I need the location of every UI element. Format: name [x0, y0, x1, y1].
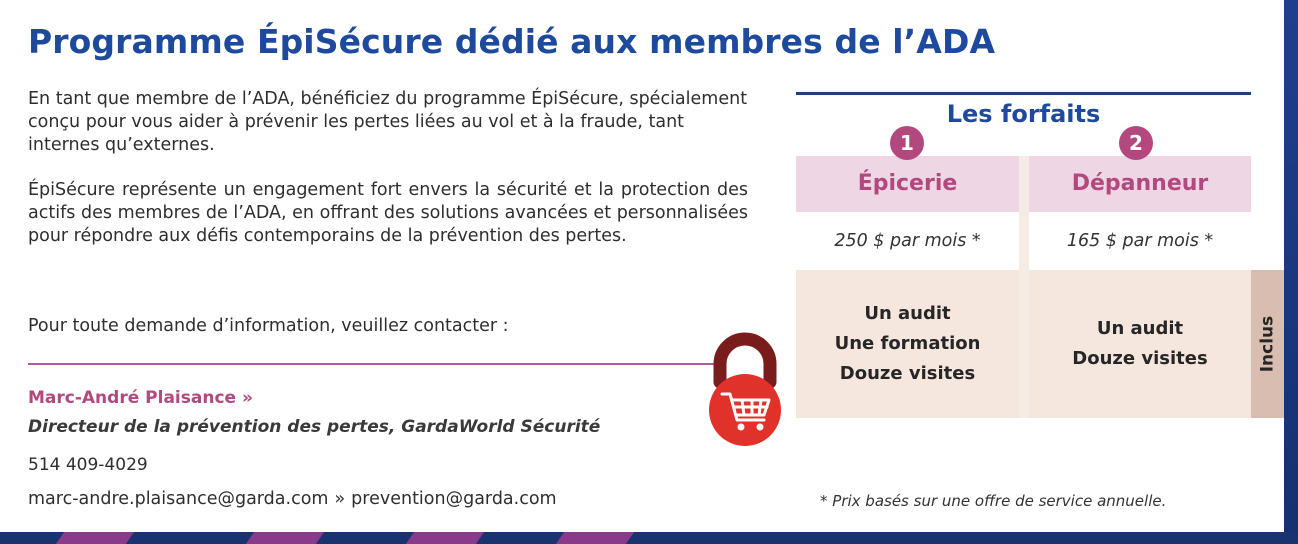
contact-name-link[interactable]: Marc-André Plaisance » — [28, 388, 253, 408]
plan-epicerie-header: Épicerie — [796, 156, 1019, 212]
included-item: Douze visites — [1072, 348, 1208, 369]
email-link-personal[interactable]: marc-andre.plaisance@garda.com — [28, 489, 329, 509]
contact-emails: marc-andre.plaisance@garda.com»preventio… — [28, 489, 557, 509]
plan-1-badge: 1 — [890, 126, 924, 160]
contact-prompt: Pour toute demande d’information, veuill… — [28, 316, 509, 336]
description-paragraph: ÉpiSécure représente un engagement fort … — [28, 180, 748, 246]
included-item: Un audit — [1096, 318, 1184, 339]
included-item: Une formation — [834, 333, 981, 354]
included-item: Douze visites — [839, 363, 976, 384]
section-divider — [28, 363, 718, 365]
bottom-decor-bar — [0, 532, 1298, 544]
page-title: Programme ÉpiSécure dédié aux membres de… — [28, 22, 996, 61]
side-decor-bar — [1284, 0, 1298, 544]
included-label: Inclus — [1257, 315, 1278, 373]
plan-depanneur-header: Dépanneur — [1029, 156, 1251, 212]
column-gap — [1019, 156, 1029, 418]
plan-epicerie-included: Un audit Une formation Douze visites — [796, 270, 1019, 418]
forfaits-top-rule — [796, 92, 1251, 95]
price-footnote: * Prix basés sur une offre de service an… — [820, 492, 1167, 510]
contact-phone: 514 409-4029 — [28, 455, 148, 475]
padlock-shopping-cart-icon — [709, 332, 781, 446]
email-separator: » — [334, 489, 346, 509]
included-item: Un audit — [864, 303, 951, 324]
intro-paragraph: En tant que membre de l’ADA, bénéficiez … — [28, 89, 748, 155]
included-label-tab: Inclus — [1251, 270, 1284, 418]
plan-depanneur-price: 165 $ par mois * — [1029, 212, 1251, 270]
email-link-prevention[interactable]: prevention@garda.com — [351, 489, 557, 509]
plan-2-badge: 2 — [1119, 126, 1153, 160]
contact-role: Directeur de la prévention des pertes, G… — [28, 417, 601, 437]
forfaits-title: Les forfaits — [946, 100, 1101, 128]
plan-depanneur-included: Un audit Douze visites — [1029, 270, 1251, 418]
plan-epicerie-price: 250 $ par mois * — [796, 212, 1019, 270]
